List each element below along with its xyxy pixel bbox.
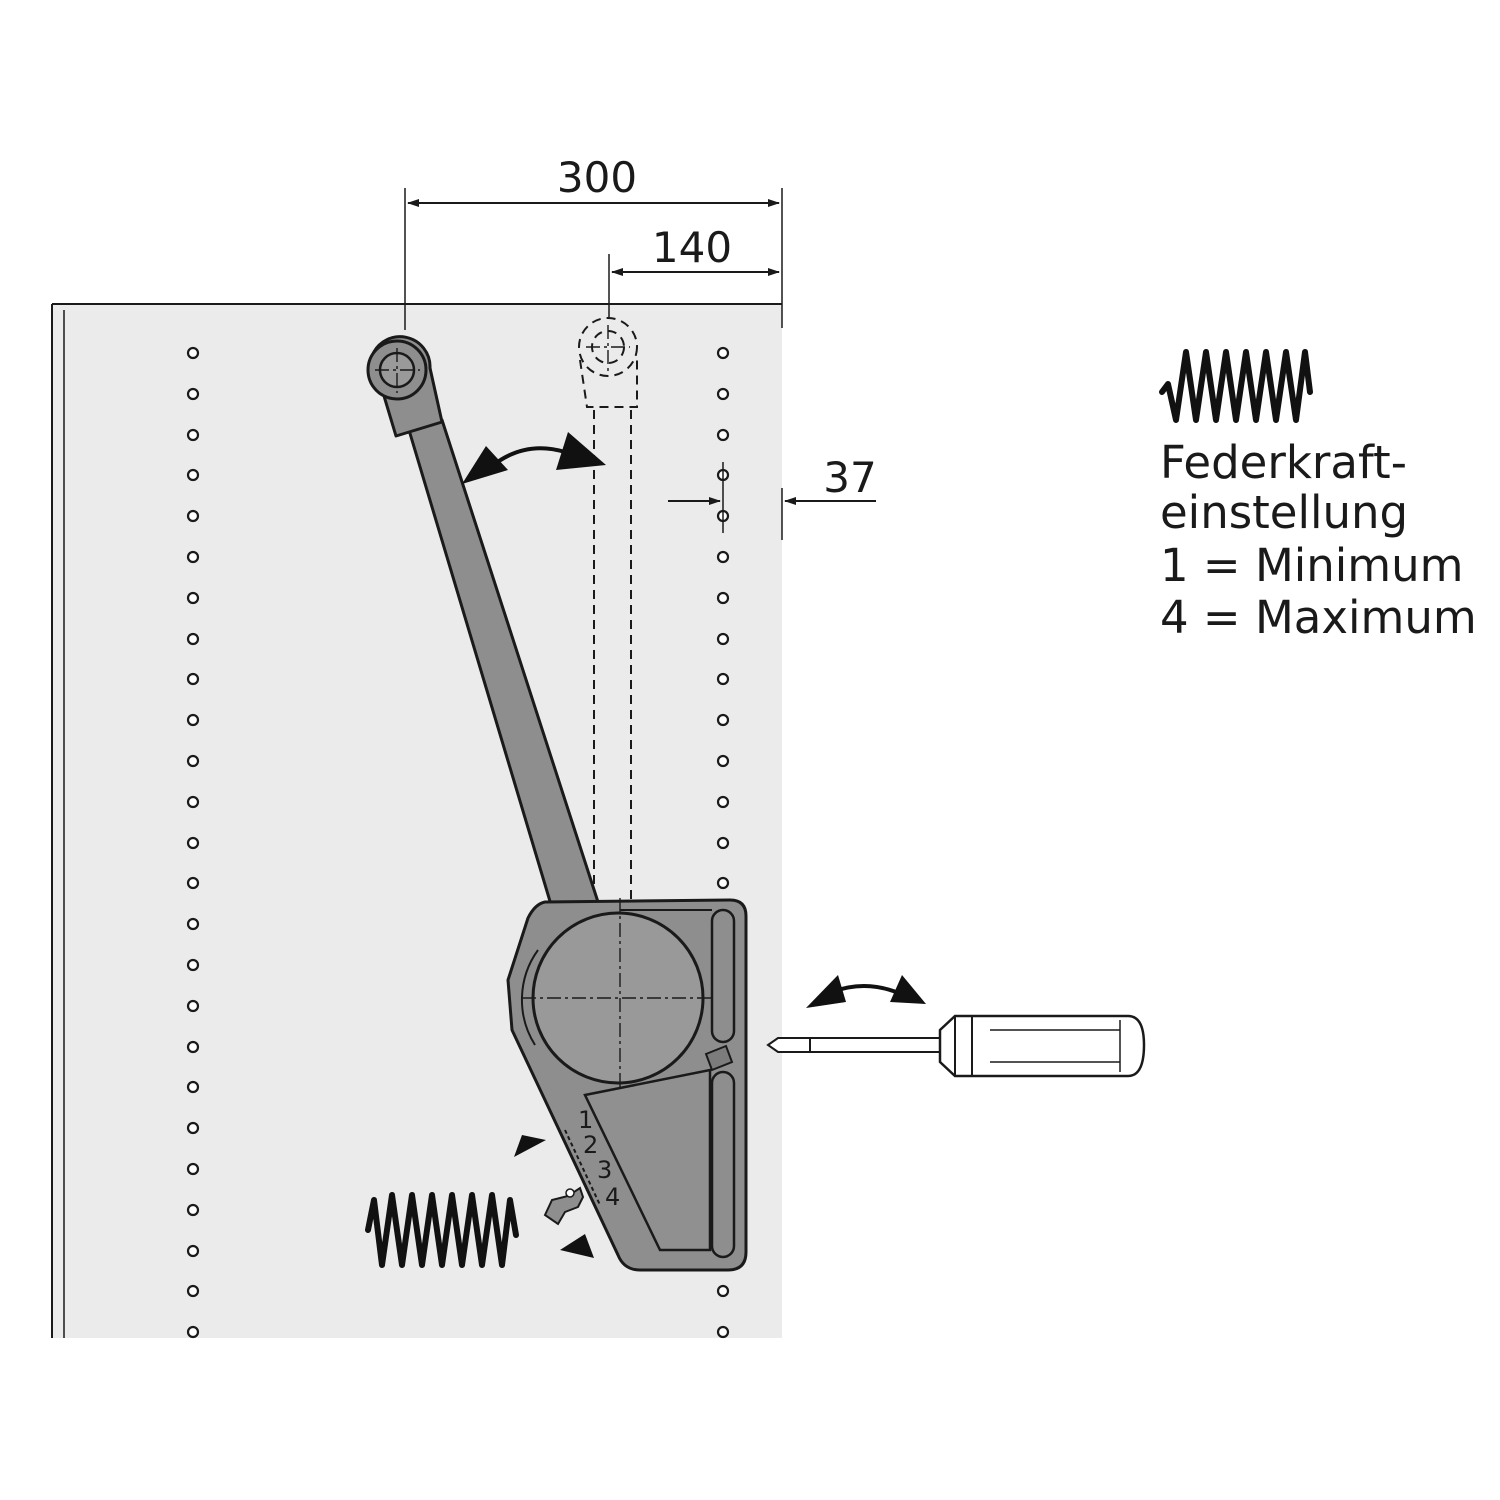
- mounting-hole: [186, 917, 200, 931]
- mounting-hole: [716, 428, 730, 442]
- spring-icon-drawing: [365, 1192, 519, 1268]
- legend-max: 4 = Maximum: [1160, 591, 1477, 644]
- mounting-hole: [186, 754, 200, 768]
- scale-pointer-lower: [560, 1234, 594, 1258]
- mounting-hole: [186, 1080, 200, 1094]
- dimension-140-label: 140: [652, 223, 732, 272]
- mounting-hole: [716, 387, 730, 401]
- mounting-hole: [716, 876, 730, 890]
- mounting-hole: [716, 795, 730, 809]
- legend-title-line2: einstellung: [1160, 486, 1408, 539]
- mounting-hole: [716, 1325, 730, 1339]
- mounting-hole: [186, 795, 200, 809]
- mounting-hole: [186, 713, 200, 727]
- scale-pointer-upper: [514, 1135, 546, 1157]
- legend-min: 1 = Minimum: [1160, 539, 1464, 592]
- arm-motion-arrow: [462, 432, 606, 484]
- mounting-hole: [186, 1121, 200, 1135]
- mounting-hole: [716, 346, 730, 360]
- scale-mark-3: 3: [597, 1156, 612, 1184]
- mounting-hole: [716, 836, 730, 850]
- spring-scale: 1 2 3 4: [543, 1106, 620, 1226]
- lift-arm: [366, 335, 600, 910]
- mounting-hole: [186, 958, 200, 972]
- mechanism-housing: [506, 898, 748, 1272]
- scale-mark-2: 2: [583, 1131, 598, 1159]
- mounting-hole: [186, 346, 200, 360]
- hole-row-left: [186, 346, 200, 1339]
- dimension-37: 37: [668, 453, 877, 540]
- mounting-hole: [716, 672, 730, 686]
- mounting-hole: [716, 632, 730, 646]
- mounting-hole: [186, 387, 200, 401]
- mounting-hole: [186, 550, 200, 564]
- mounting-hole: [186, 632, 200, 646]
- mounting-hole: [186, 876, 200, 890]
- mounting-hole: [186, 672, 200, 686]
- dimension-300-label: 300: [557, 153, 637, 202]
- mounting-hole: [716, 713, 730, 727]
- mounting-hole: [186, 1040, 200, 1054]
- cabinet-panel: [51, 303, 782, 1338]
- mounting-hole: [716, 591, 730, 605]
- arm-alternate-position: [578, 317, 638, 900]
- mounting-hole: [186, 468, 200, 482]
- mounting-hole: [186, 1244, 200, 1258]
- mounting-hole: [716, 550, 730, 564]
- mounting-hole: [186, 1284, 200, 1298]
- screwdriver-rotation-arrow: [806, 975, 926, 1008]
- screwdriver-icon: [766, 1014, 1146, 1078]
- scale-mark-1: 1: [578, 1106, 593, 1134]
- mounting-hole: [186, 999, 200, 1013]
- dimension-37-label: 37: [823, 453, 876, 502]
- mounting-hole: [716, 1284, 730, 1298]
- mounting-hole: [186, 1203, 200, 1217]
- dimension-140: 140: [608, 223, 780, 318]
- legend-title-line1: Federkraft-: [1160, 436, 1407, 489]
- scale-mark-4: 4: [605, 1183, 620, 1211]
- mounting-hole: [716, 754, 730, 768]
- mounting-hole: [186, 591, 200, 605]
- mounting-hole: [186, 509, 200, 523]
- spring-icon: [1159, 349, 1313, 423]
- legend: Federkraft- einstellung 1 = Minimum 4 = …: [1159, 349, 1477, 644]
- dimension-300: 300: [404, 153, 783, 330]
- mounting-hole: [186, 836, 200, 850]
- mounting-hole: [186, 1325, 200, 1339]
- mounting-hole: [186, 1162, 200, 1176]
- mounting-hole: [186, 428, 200, 442]
